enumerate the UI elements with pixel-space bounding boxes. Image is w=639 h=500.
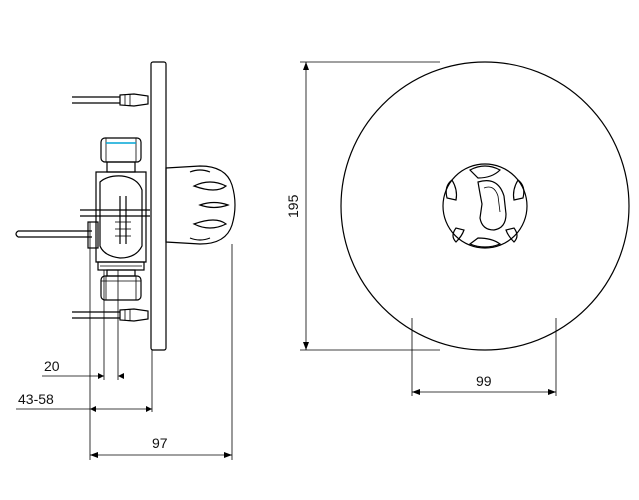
side-dimensions: 20 43-58 97	[16, 222, 233, 460]
inlet-rod	[15, 230, 92, 238]
valve-body	[80, 171, 150, 271]
dimension-195: 195	[285, 194, 301, 218]
front-view	[340, 61, 630, 351]
top-union-nut	[100, 137, 142, 173]
dimension-97: 97	[152, 435, 168, 451]
mounting-rods	[72, 93, 149, 322]
handle-lever	[477, 180, 507, 231]
front-dimensions: 195 99	[285, 61, 557, 396]
handle-knob	[442, 163, 528, 249]
handle-lobes	[445, 165, 525, 248]
rosette-plate	[340, 61, 630, 351]
dimension-99: 99	[476, 373, 492, 389]
bottom-union-nut	[100, 269, 142, 301]
dimension-43-58: 43-58	[18, 391, 54, 407]
handle-side	[165, 165, 236, 245]
side-view	[15, 61, 236, 351]
dimension-20: 20	[44, 358, 60, 374]
wall-plate	[150, 61, 167, 351]
